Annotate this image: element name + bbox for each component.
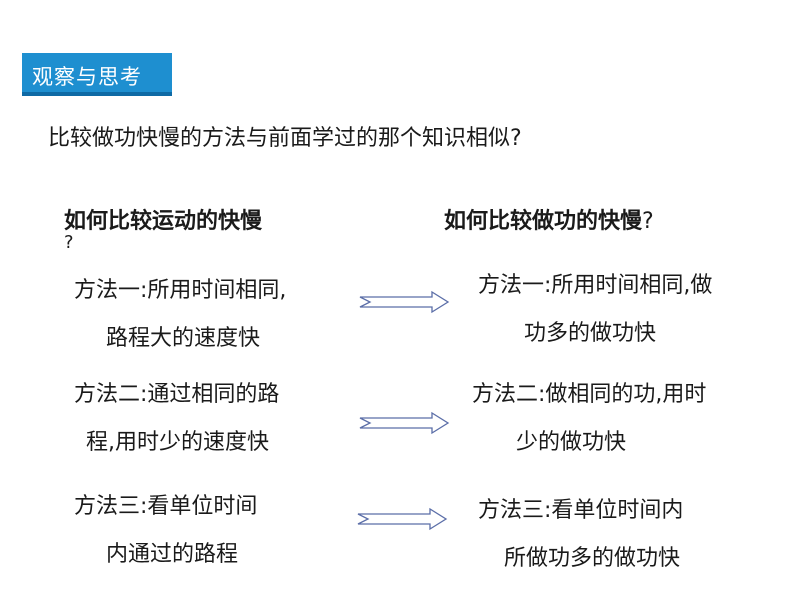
section-badge: 观察与思考 xyxy=(22,53,172,96)
left-method-3-line2: 内通过的路程 xyxy=(106,542,239,567)
left-method-3-line1: 方法三:看单位时间 xyxy=(74,494,258,519)
section-badge-label: 观察与思考 xyxy=(32,65,142,89)
left-heading: 如何比较运动的快慢 xyxy=(64,203,262,235)
right-method-3-line1: 方法三:看单位时间内 xyxy=(478,498,684,523)
left-heading-text: 如何比较运动的快慢 xyxy=(64,209,263,234)
right-method-2-line1: 方法二:做相同的功,用时 xyxy=(472,382,707,407)
left-heading-mark-row: ? xyxy=(64,232,74,253)
left-method-1-line2: 路程大的速度快 xyxy=(106,326,261,351)
right-heading-text: 如何比较做功的快慢 xyxy=(444,209,643,234)
right-method-1-line1: 方法一:所用时间相同,做 xyxy=(478,273,713,298)
double-arrow-icon xyxy=(357,507,448,531)
right-heading: 如何比较做功的快慢? xyxy=(444,203,654,235)
double-arrow-icon xyxy=(359,411,450,435)
left-heading-mark: ? xyxy=(64,232,74,253)
right-method-1-line2: 功多的做功快 xyxy=(524,321,657,346)
left-method-2-line1: 方法二:通过相同的路 xyxy=(74,382,280,407)
left-method-1-line1: 方法一:所用时间相同, xyxy=(74,278,287,303)
left-method-2-line2: 程,用时少的速度快 xyxy=(86,430,269,455)
right-method-3-line2: 所做功多的做功快 xyxy=(504,546,681,571)
right-method-2-line2: 少的做功快 xyxy=(516,430,627,455)
right-heading-mark: ? xyxy=(642,209,654,234)
lead-question: 比较做功快慢的方法与前面学过的那个知识相似? xyxy=(48,126,522,151)
double-arrow-icon xyxy=(359,290,450,314)
